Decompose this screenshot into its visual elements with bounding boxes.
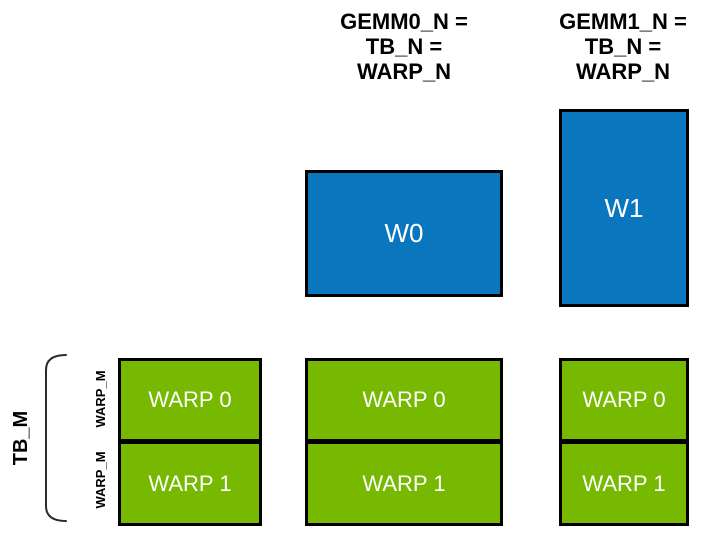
header-gemm0-n: GEMM0_N = TB_N = WARP_N <box>299 9 509 84</box>
header-gemm0-line2: TB_N = <box>365 34 443 59</box>
warp-m-label-row0: WARP_M <box>93 370 108 428</box>
warp1-box-left-column: WARP 1 <box>118 441 262 526</box>
tb-m-label: TB_M <box>10 410 32 466</box>
warp0-middle-label: WARP 0 <box>362 387 446 412</box>
header-gemm1-line1: GEMM1_N = <box>559 9 687 34</box>
warp0-box-left-column: WARP 0 <box>118 358 262 442</box>
warp0-left-label: WARP 0 <box>148 387 232 412</box>
bracket-path <box>45 354 67 522</box>
w0-tile: W0 <box>305 170 503 297</box>
warp1-right-label: WARP 1 <box>582 470 666 496</box>
warp-m-label-row1: WARP_M <box>93 451 108 509</box>
warp1-box-middle-column: WARP 1 <box>305 441 503 526</box>
warp0-box-right-column: WARP 0 <box>559 358 689 442</box>
warp0-box-middle-column: WARP 0 <box>305 358 503 442</box>
w1-tile: W1 <box>559 109 689 307</box>
header-gemm1-n: GEMM1_N = TB_N = WARP_N <box>518 9 720 84</box>
w1-tile-label: W1 <box>604 192 644 223</box>
header-gemm1-line3: WARP_N <box>575 59 671 84</box>
warp0-right-label: WARP 0 <box>582 387 666 412</box>
w0-tile-label: W0 <box>384 218 424 248</box>
tb-m-bracket <box>45 354 67 522</box>
warp1-middle-label: WARP 1 <box>362 470 446 496</box>
warp1-box-right-column: WARP 1 <box>559 441 689 526</box>
header-gemm0-line1: GEMM0_N = <box>340 9 468 34</box>
header-gemm1-line2: TB_N = <box>584 34 662 59</box>
warp1-left-label: WARP 1 <box>148 470 232 496</box>
header-gemm0-line3: WARP_N <box>356 59 452 84</box>
